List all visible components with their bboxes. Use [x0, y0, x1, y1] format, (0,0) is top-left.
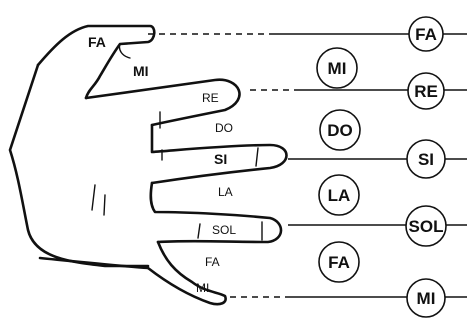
wrist-line: [38, 256, 150, 270]
note-line-5: MI: [417, 289, 436, 308]
hand-labels: FA MI RE DO SI LA SOL FA MI: [88, 34, 236, 295]
ring-knuckles: [197, 221, 263, 241]
middle-finger-outline: [150, 123, 288, 185]
note-circle-line-2: [407, 72, 445, 110]
pinky-outline: [146, 240, 227, 306]
note-circle-space-3: [318, 174, 360, 216]
note-space-4: FA: [328, 253, 350, 272]
label-middle-gap: LA: [218, 185, 233, 199]
note-line-4: SOL: [409, 217, 444, 236]
note-circle-space-2: [319, 109, 361, 151]
thumb-outline: [36, 24, 156, 100]
note-circle-space-1: [316, 47, 358, 89]
label-middle-tip: SI: [214, 151, 227, 167]
space-notes: MI DO LA FA: [316, 47, 361, 283]
middle-knuckles: [161, 147, 259, 167]
note-circle-line-4: [405, 205, 447, 247]
note-circle-line-5: [406, 278, 446, 318]
note-line-3: SI: [418, 150, 434, 169]
label-index-gap: DO: [215, 121, 233, 135]
palm-creases: [91, 184, 106, 216]
label-thumb-tip: FA: [88, 34, 106, 50]
note-circle-line-3: [406, 139, 446, 179]
index-finger-outline: [84, 78, 241, 127]
note-space-2: DO: [327, 121, 353, 140]
note-space-3: LA: [328, 186, 351, 205]
note-line-2: RE: [414, 82, 438, 101]
note-circle-space-4: [318, 241, 360, 283]
label-thumb-base: MI: [133, 63, 149, 79]
label-pinky-tip: MI: [196, 281, 209, 295]
thumb-nail-line: [118, 43, 131, 59]
ring-finger-outline: [149, 181, 283, 244]
note-line-1: FA: [415, 25, 437, 44]
label-ring-gap: FA: [205, 255, 220, 269]
hand-back-outline: [8, 63, 150, 268]
note-circle-line-1: [408, 16, 444, 52]
note-space-1: MI: [328, 59, 347, 78]
label-index-tip: RE: [202, 91, 219, 105]
line-notes: FA RE SI SOL MI: [405, 16, 447, 318]
hand-drawing: [8, 24, 288, 306]
label-ring-tip: SOL: [212, 223, 236, 237]
